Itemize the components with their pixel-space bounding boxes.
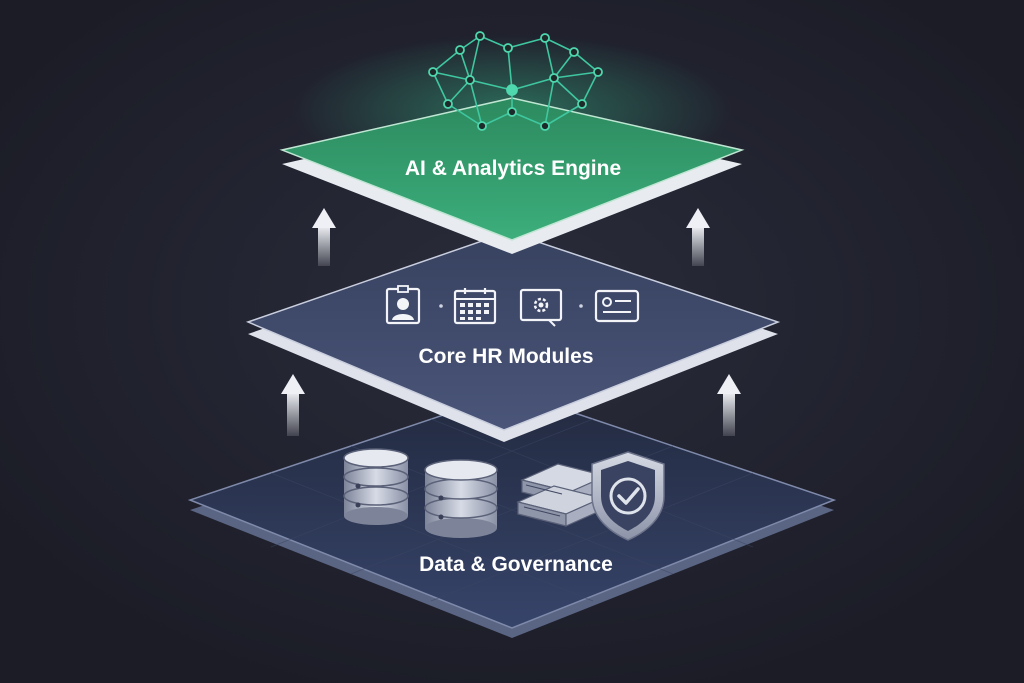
network-nodes <box>428 31 603 131</box>
shield-check-icon <box>591 451 665 541</box>
layer-top-face <box>245 231 781 431</box>
layer-data-governance: Data & Governance <box>187 391 837 638</box>
layer-label-data: Data & Governance <box>419 553 613 576</box>
server-stack-icon <box>516 463 608 527</box>
database-icon <box>343 448 409 525</box>
layer-label-ai: AI & Analytics Engine <box>405 157 621 180</box>
id-card-icon <box>594 289 640 323</box>
layer-label-hr: Core HR Modules <box>418 345 593 368</box>
settings-monitor-icon <box>519 288 563 327</box>
arrow-up-icon <box>281 374 305 436</box>
layer-ai-analytics: AI & Analytics Engine <box>279 31 745 254</box>
employee-profile-icon <box>385 285 421 325</box>
arrow-up-icon <box>717 374 741 436</box>
separator-dot <box>579 304 583 308</box>
calendar-icon <box>453 288 497 325</box>
arrow-up-icon <box>686 208 710 266</box>
database-icon <box>424 459 498 538</box>
layer-core-hr: Core HR Modules <box>245 231 781 442</box>
separator-dot <box>439 304 443 308</box>
layer-top-face <box>279 97 745 241</box>
arrow-up-icon <box>312 208 336 266</box>
